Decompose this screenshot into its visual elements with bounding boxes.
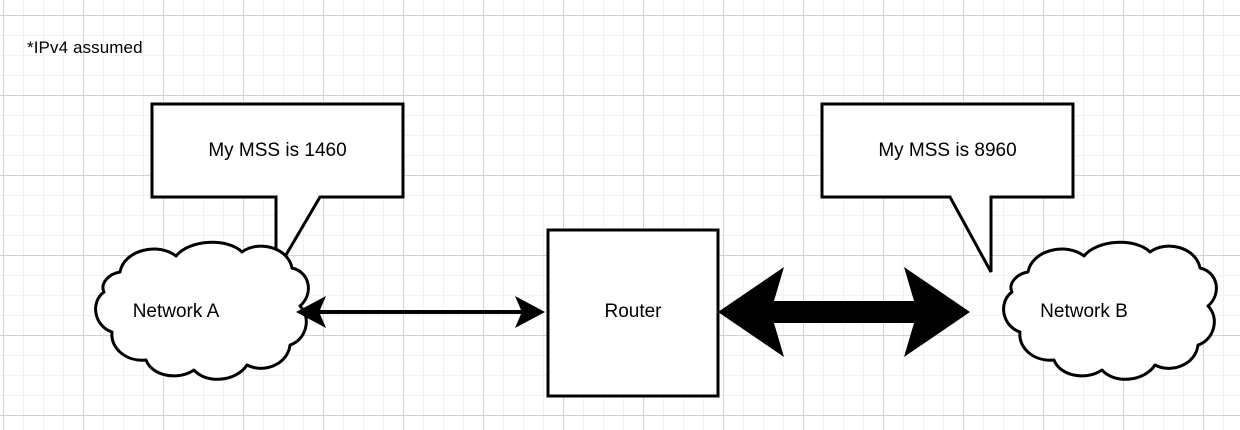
connector-thin-double-arrow[interactable] [296, 296, 545, 328]
cloud-a-shape [94, 240, 310, 381]
router-label: Router [604, 301, 662, 322]
footnote-ipv4: *IPv4 assumed [27, 38, 143, 57]
connector-thick-double-arrow[interactable] [718, 267, 970, 357]
callout-bubble-right[interactable] [820, 102, 1075, 273]
node-router[interactable] [546, 228, 720, 398]
cloud-b-label: Network B [1040, 301, 1128, 322]
bubble-right-label: My MSS is 8960 [878, 140, 1017, 161]
bubble-left-shape [150, 102, 405, 278]
bubble-left-label: My MSS is 1460 [208, 140, 347, 161]
thin-arrow-shape [296, 296, 545, 328]
router-box-shape [546, 228, 720, 398]
bubble-right-shape [820, 102, 1075, 273]
cloud-a-label: Network A [132, 301, 220, 322]
callout-bubble-left[interactable] [150, 102, 405, 278]
cloud-b-shape [1002, 240, 1218, 381]
node-cloud-b[interactable] [1002, 240, 1218, 381]
node-cloud-a[interactable] [94, 240, 310, 381]
thick-arrow-shape [718, 267, 970, 357]
